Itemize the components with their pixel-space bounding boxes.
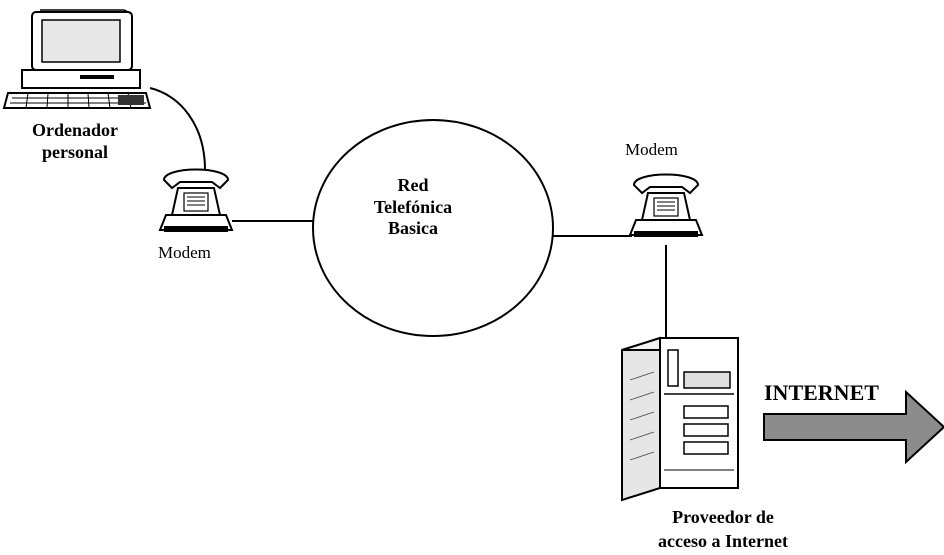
network-label-line-2: Telefónica	[373, 196, 453, 217]
right-modem-label: Modem	[625, 140, 678, 159]
pc-label: Ordenador personal	[15, 120, 135, 163]
server-tower-icon	[621, 336, 739, 502]
telephone-network-cloud	[312, 119, 554, 337]
pc-label-line-1: Ordenador	[31, 120, 118, 140]
network-label-line-1: Red	[397, 175, 429, 195]
pc-to-modem-cable	[149, 87, 206, 171]
pc-label-line-2: personal	[41, 141, 108, 162]
telephone-modem-icon	[628, 173, 704, 237]
isp-label-line-1: Proveedor de	[672, 507, 774, 527]
isp-label-line-2: acceso a Internet	[658, 531, 788, 552]
isp-label: Proveedor de acceso a Internet	[630, 505, 816, 554]
network-label: Red Telefónica Basica	[358, 175, 468, 240]
network-label-line-3: Basica	[387, 218, 438, 239]
left-modem-label: Modem	[158, 243, 211, 262]
desktop-computer-icon	[2, 9, 152, 109]
arrow-right-icon	[763, 389, 944, 465]
internet-label: INTERNET	[764, 380, 879, 405]
telephone-modem-icon	[158, 168, 234, 232]
